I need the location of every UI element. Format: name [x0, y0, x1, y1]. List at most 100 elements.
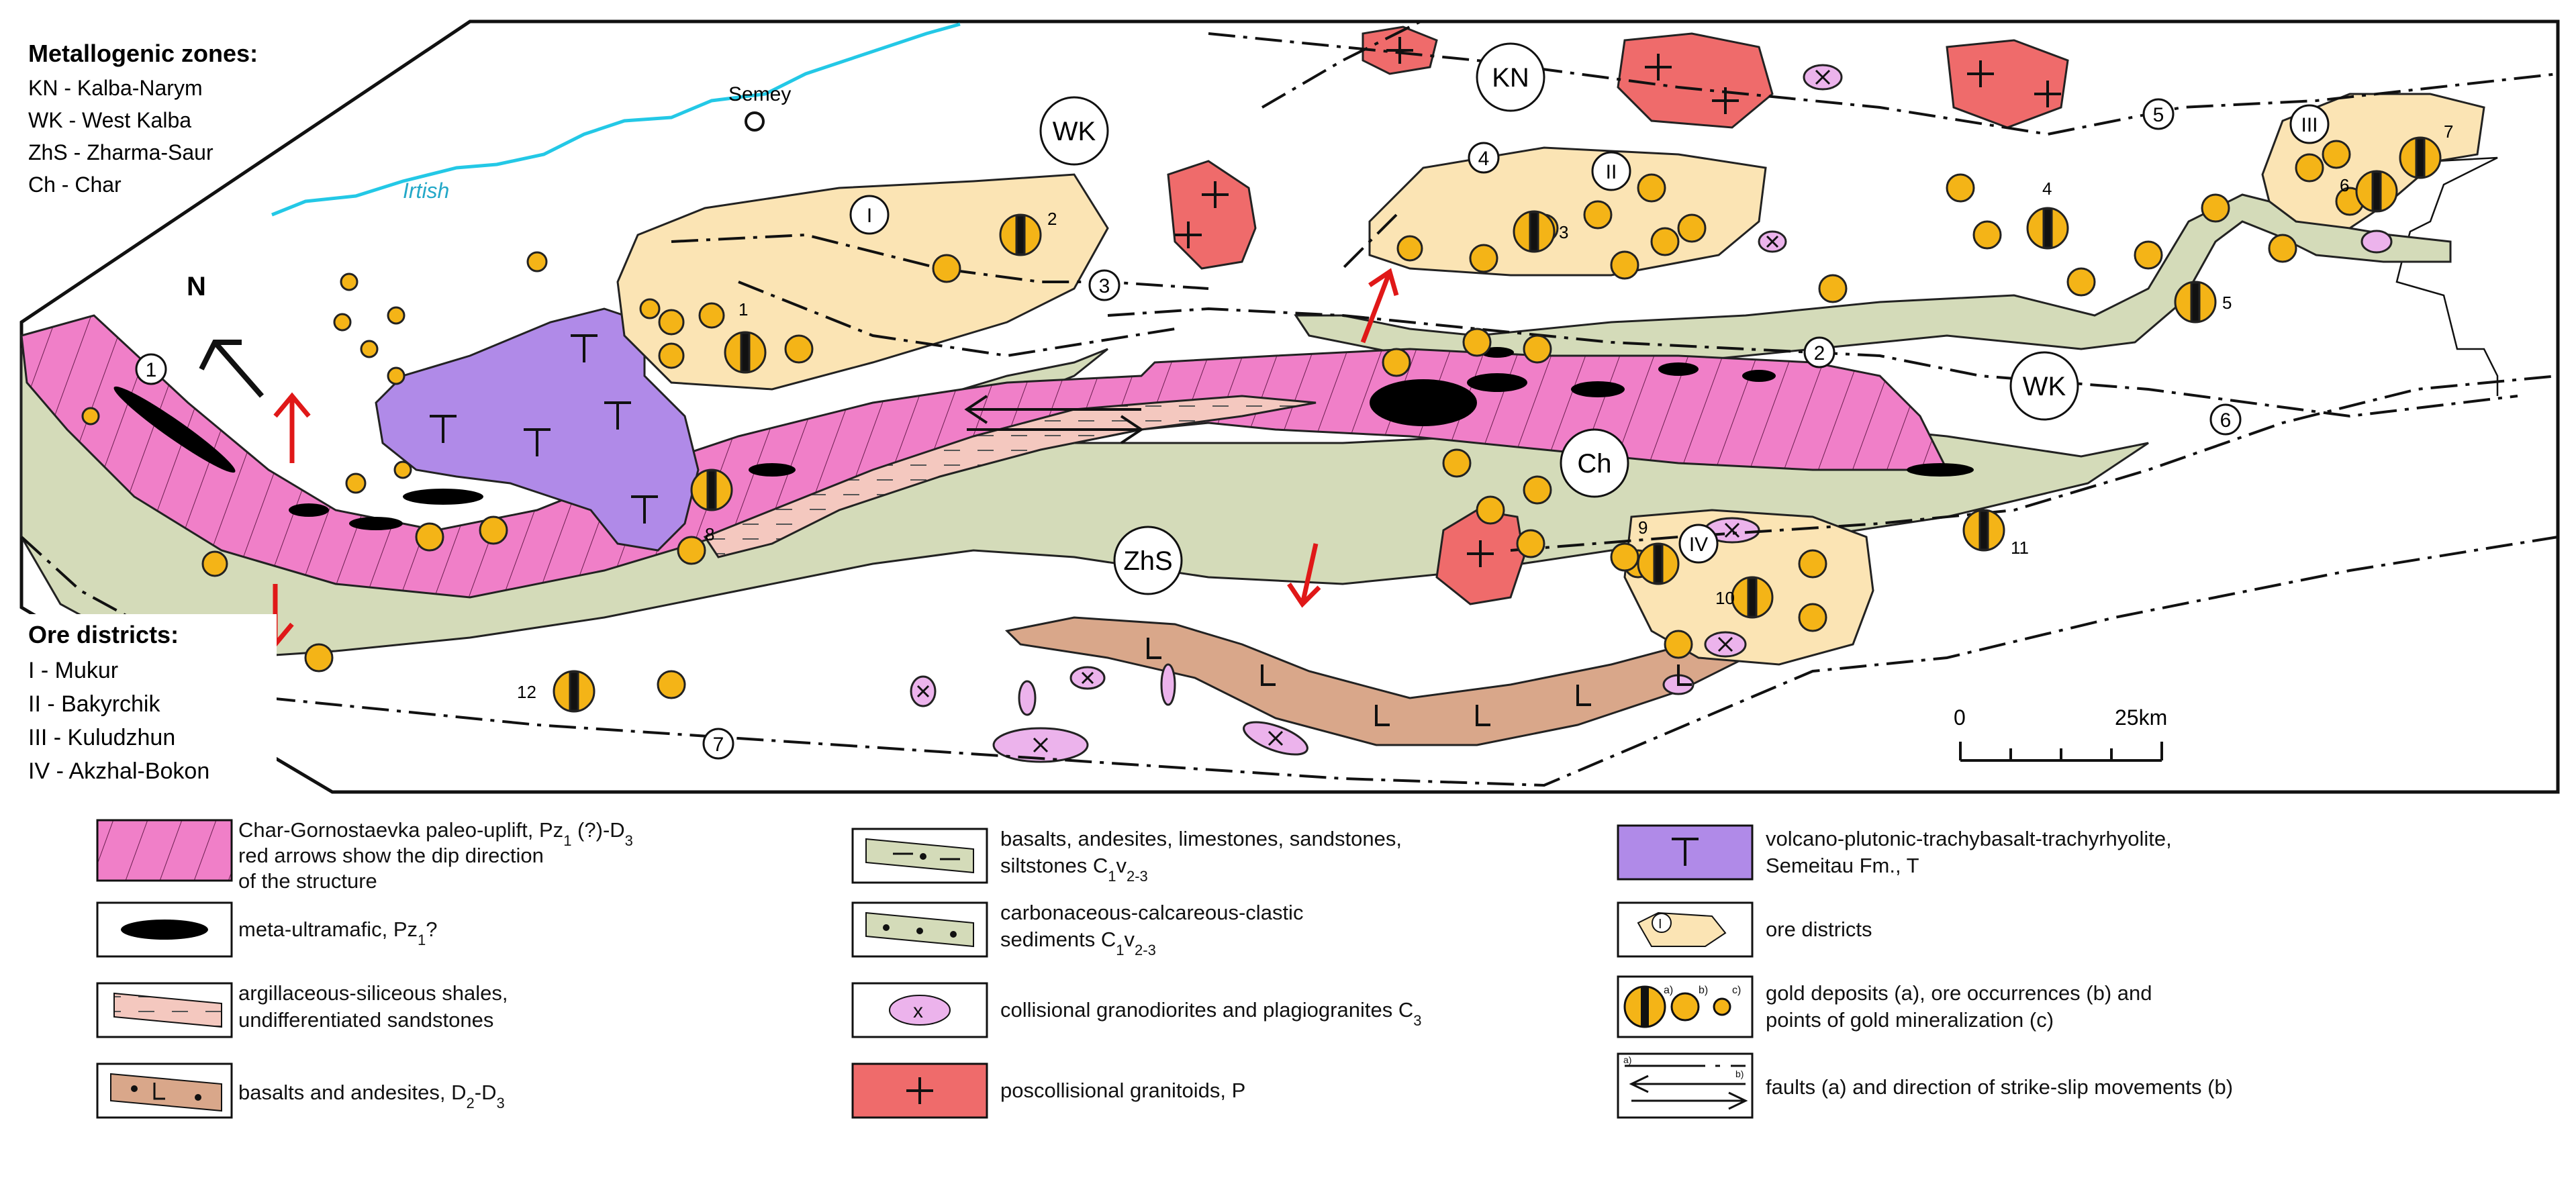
svg-text:ZhS: ZhS	[1123, 546, 1172, 576]
legend-item-volcano-plutonic: volcano-plutonic-trachybasalt-trachyrhyo…	[1617, 824, 2172, 881]
zones-legend-title: Metallogenic zones:	[28, 40, 258, 67]
scale-end-label: 25km	[2115, 705, 2167, 730]
svg-text:a): a)	[1664, 985, 1673, 996]
fault-marker-1: 1	[135, 353, 167, 385]
devonian-basalt-symbols	[1147, 638, 1692, 726]
deposit-number-labels: 1 2 3 4 5 6 7 8 9 10 11 12	[517, 121, 2453, 702]
svg-text:meta-ultramafic, Pz1?: meta-ultramafic, Pz1?	[238, 918, 438, 948]
semey-city-marker	[745, 111, 765, 132]
north-label: N	[187, 272, 206, 301]
scale-bar	[1959, 742, 2163, 762]
fault-marker-5: 5	[2142, 98, 2175, 130]
fault-number-markers: 1 2 3 4 5 6 7	[135, 98, 2242, 760]
districts-legend-item: I - Mukur	[28, 658, 118, 683]
irtish-river	[271, 22, 961, 217]
svg-text:II: II	[1606, 161, 1617, 183]
collisional-granodiorites	[910, 64, 2393, 763]
fault-2	[1107, 307, 2518, 418]
fault-marker-7: 7	[702, 728, 734, 760]
district-marker-I: I	[849, 195, 890, 235]
svg-text:Char-Gornostaevka paleo-uplift: Char-Gornostaevka paleo-uplift, Pz1 (?)-…	[238, 818, 633, 849]
svg-text:IV: IV	[1689, 534, 1708, 556]
legend-item-poscollisional: poscollisional granitoids, P	[851, 1062, 1245, 1119]
poscollisional-symbols	[1175, 37, 2061, 567]
ore-district-bakyrchik	[1368, 146, 1767, 277]
gold-deposits	[553, 136, 2442, 713]
deposit-label-3: 3	[1559, 222, 1568, 242]
svg-text:3: 3	[1099, 275, 1110, 297]
district-marker-III: III	[2289, 104, 2330, 144]
fault-5	[1208, 32, 2559, 136]
deposit-label-5: 5	[2222, 293, 2232, 313]
legend-item-ultramafic: meta-ultramafic, Pz1?	[96, 901, 438, 958]
north-arrow	[199, 340, 265, 398]
svg-text:siltstones C1v2-3: siltstones C1v2-3	[1000, 854, 1148, 885]
zones-legend-item: ZhS - Zharma-Saur	[28, 140, 213, 164]
svg-text:red arrows show the dip direct: red arrows show the dip direction	[238, 844, 544, 867]
svg-text:III: III	[2301, 114, 2318, 136]
svg-text:points of gold mineralization: points of gold mineralization (c)	[1766, 1008, 2054, 1032]
strike-slip-arrows	[964, 395, 1144, 444]
zones-legend: Metallogenic zones: KN - Kalba-Narym WK …	[28, 40, 258, 197]
deposit-label-11: 11	[2011, 538, 2029, 558]
districts-legend: Ore districts: I - Mukur II - Bakyrchik …	[21, 614, 277, 792]
legend-item-faults: a) b) faults (a) and direction of strike…	[1617, 1052, 2233, 1119]
districts-legend-item: III - Kuludzhun	[28, 725, 175, 750]
deposit-label-7: 7	[2444, 121, 2453, 142]
svg-text:WK: WK	[1053, 117, 1096, 146]
svg-text:carbonaceous-calcareous-clasti: carbonaceous-calcareous-clastic	[1000, 901, 1303, 924]
zones-legend-item: KN - Kalba-Narym	[28, 76, 203, 100]
deposit-label-9: 9	[1638, 517, 1648, 538]
collisional-symbols	[916, 69, 1831, 753]
svg-text:of the structure: of the structure	[238, 869, 377, 893]
svg-text:WK: WK	[2023, 372, 2066, 401]
fault-upper-zone	[738, 281, 1176, 358]
fault-3	[671, 233, 1209, 290]
fault-marker-2: 2	[1803, 336, 1835, 368]
fault-marker-6: 6	[2209, 403, 2242, 436]
svg-text:x: x	[913, 1000, 923, 1022]
deposit-label-10: 10	[1715, 588, 1735, 608]
deposit-label-4: 4	[2042, 179, 2052, 199]
deposit-label-12: 12	[517, 682, 536, 702]
legend-item-basalts-carboniferous: basalts, andesites, limestones, sandston…	[851, 827, 1402, 885]
svg-text:basalts and andesites, D2-D3: basalts and andesites, D2-D3	[238, 1081, 505, 1111]
zone-marker-ch: Ch	[1560, 428, 1629, 498]
fault-4	[1261, 19, 1424, 270]
svg-text:4: 4	[1478, 148, 1490, 170]
svg-text:7: 7	[713, 734, 724, 756]
zones-legend-item: WK - West Kalba	[28, 108, 191, 132]
legend-item-gold: a) b) c) gold deposits (a), ore occurren…	[1617, 975, 2152, 1038]
volcano-plutonic-symbols	[430, 334, 658, 524]
districts-legend-item: II - Bakyrchik	[28, 691, 160, 717]
svg-text:argillaceous-siliceous shales,: argillaceous-siliceous shales,	[238, 981, 508, 1005]
districts-legend-item: IV - Akzhal-Bokon	[28, 758, 209, 784]
svg-text:undifferentiated sandstones: undifferentiated sandstones	[238, 1008, 493, 1032]
legend-item-uplift: Char-Gornostaevka paleo-uplift, Pz1 (?)-…	[96, 818, 633, 893]
district-markers: I II III IV	[849, 104, 2330, 564]
svg-text:ore districts: ore districts	[1766, 918, 1872, 941]
districts-legend-title: Ore districts:	[28, 621, 179, 648]
svg-text:volcano-plutonic-trachybasalt-: volcano-plutonic-trachybasalt-trachyrhyo…	[1766, 827, 2172, 850]
svg-text:a): a)	[1623, 1054, 1631, 1065]
district-marker-II: II	[1591, 151, 1631, 191]
svg-text:2: 2	[1814, 342, 1825, 364]
deposit-label-6: 6	[2340, 175, 2349, 195]
legend-item-carbonaceous: carbonaceous-calcareous-clastic sediment…	[851, 901, 1303, 958]
zones-legend-item: Ch - Char	[28, 172, 122, 197]
svg-text:6: 6	[2220, 409, 2232, 432]
svg-text:gold deposits (a), ore occurr: gold deposits (a), ore occurrences (b) a…	[1766, 981, 2152, 1005]
district-marker-IV: IV	[1678, 524, 1719, 564]
zone-marker-zhs: ZhS	[1113, 526, 1183, 595]
svg-text:Ch: Ch	[1577, 449, 1611, 479]
svg-text:c): c)	[1732, 985, 1741, 996]
legend-item-ore-districts: I ore districts	[1617, 901, 1872, 958]
svg-text:sediments C1v2-3: sediments C1v2-3	[1000, 928, 1156, 958]
scale-start-label: 0	[1954, 705, 1966, 730]
svg-text:faults (a) and direction of st: faults (a) and direction of strike-slip …	[1766, 1075, 2233, 1099]
svg-text:5: 5	[2153, 104, 2164, 126]
svg-text:b): b)	[1699, 985, 1708, 996]
svg-text:b): b)	[1735, 1069, 1744, 1079]
fault-marker-4: 4	[1468, 142, 1500, 174]
